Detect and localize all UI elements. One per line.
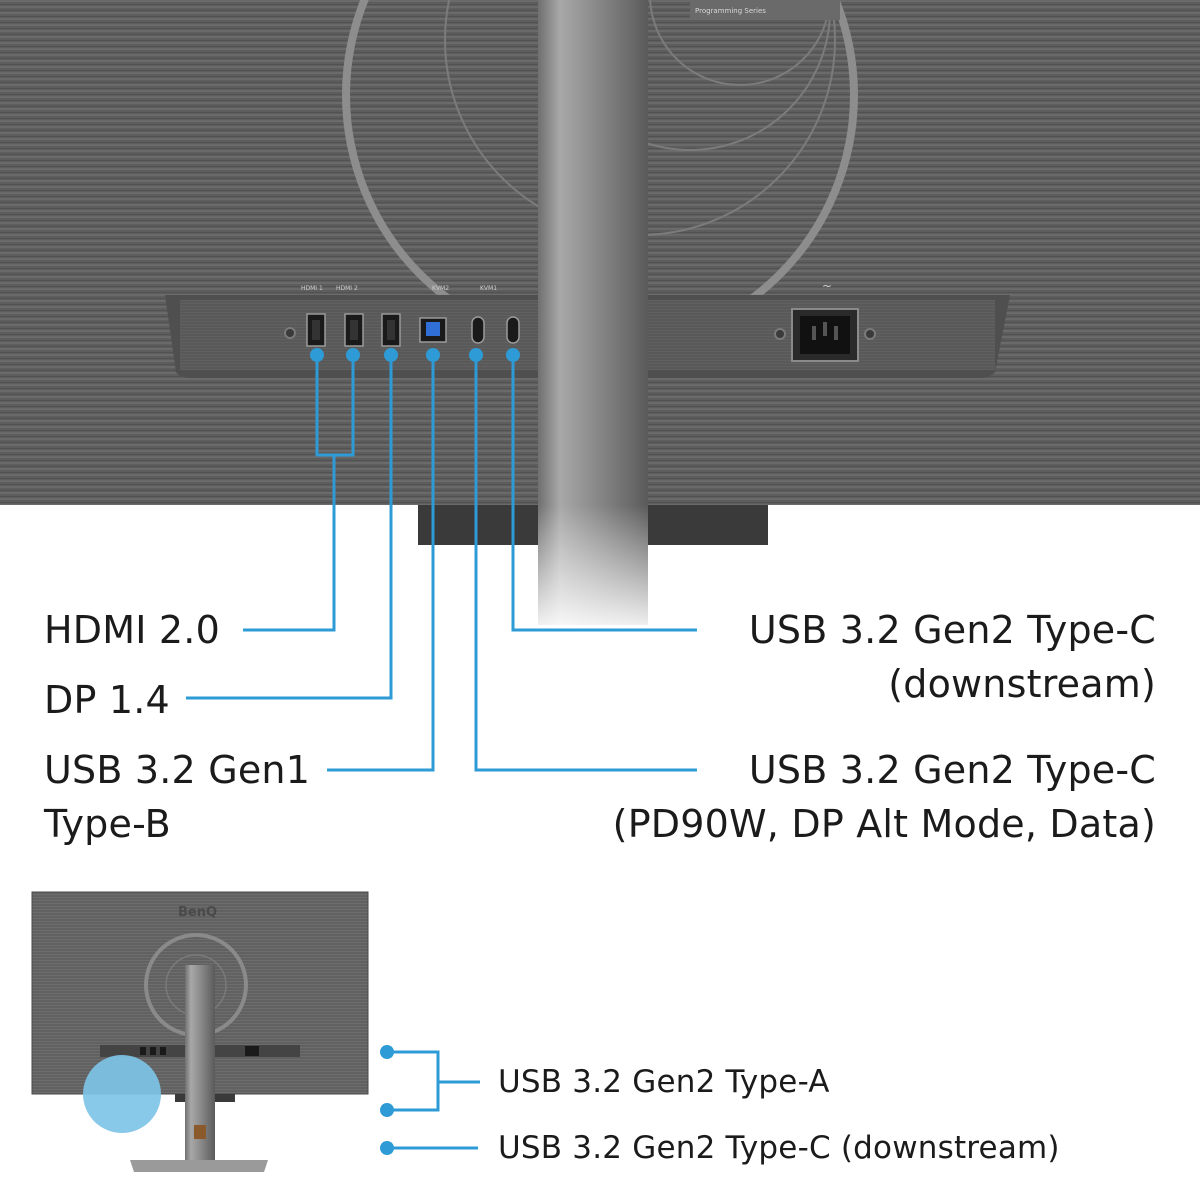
power-inlet: ~ xyxy=(791,279,859,362)
hdmi1-port xyxy=(306,313,326,347)
hdmi1-mark: HDMI 1 xyxy=(301,285,323,292)
callout-dots xyxy=(310,348,520,362)
kvm2-mark: KVM2 xyxy=(432,285,449,292)
side-port-highlight xyxy=(83,1055,161,1133)
usb-b-port xyxy=(419,317,447,343)
monitor-back-closeup: Programming Series HDMI 1 HDMI 2 KVM2 KV… xyxy=(0,0,1200,505)
label-side-usb-c: USB 3.2 Gen2 Type-C (downstream) xyxy=(498,1130,1060,1166)
screw-icon xyxy=(864,328,876,340)
label-side-usb-a: USB 3.2 Gen2 Type-A xyxy=(498,1064,830,1100)
label-hdmi: HDMI 2.0 xyxy=(44,608,220,652)
usb-c-port-2 xyxy=(506,316,520,344)
label-usb-b-line1: USB 3.2 Gen1 xyxy=(44,748,311,792)
callout-lines xyxy=(186,355,697,772)
displayport-port xyxy=(381,313,401,347)
screw-icon xyxy=(284,327,296,339)
series-text: Programming Series xyxy=(695,7,766,15)
label-dp: DP 1.4 xyxy=(44,678,170,722)
label-usbc-pd-line1: USB 3.2 Gen2 Type-C xyxy=(748,748,1156,792)
side-callout-lines xyxy=(387,1050,480,1150)
stand-neck xyxy=(538,0,648,505)
label-usbc-down-line1: USB 3.2 Gen2 Type-C xyxy=(748,608,1156,652)
label-usb-b-line2: Type-B xyxy=(44,802,171,846)
monitor-rear-thumbnail: BenQ xyxy=(31,891,369,1172)
hdmi2-mark: HDMI 2 xyxy=(336,285,358,292)
kvm1-mark: KVM1 xyxy=(480,285,497,292)
brand-logo: BenQ xyxy=(178,905,217,920)
hdmi2-port xyxy=(344,313,364,347)
screw-icon xyxy=(774,328,786,340)
svg-text:~: ~ xyxy=(822,279,832,293)
usb-c-port-1 xyxy=(471,316,485,344)
label-usbc-down-line2: (downstream) xyxy=(888,662,1156,706)
label-usbc-pd-line2: (PD90W, DP Alt Mode, Data) xyxy=(612,802,1156,846)
